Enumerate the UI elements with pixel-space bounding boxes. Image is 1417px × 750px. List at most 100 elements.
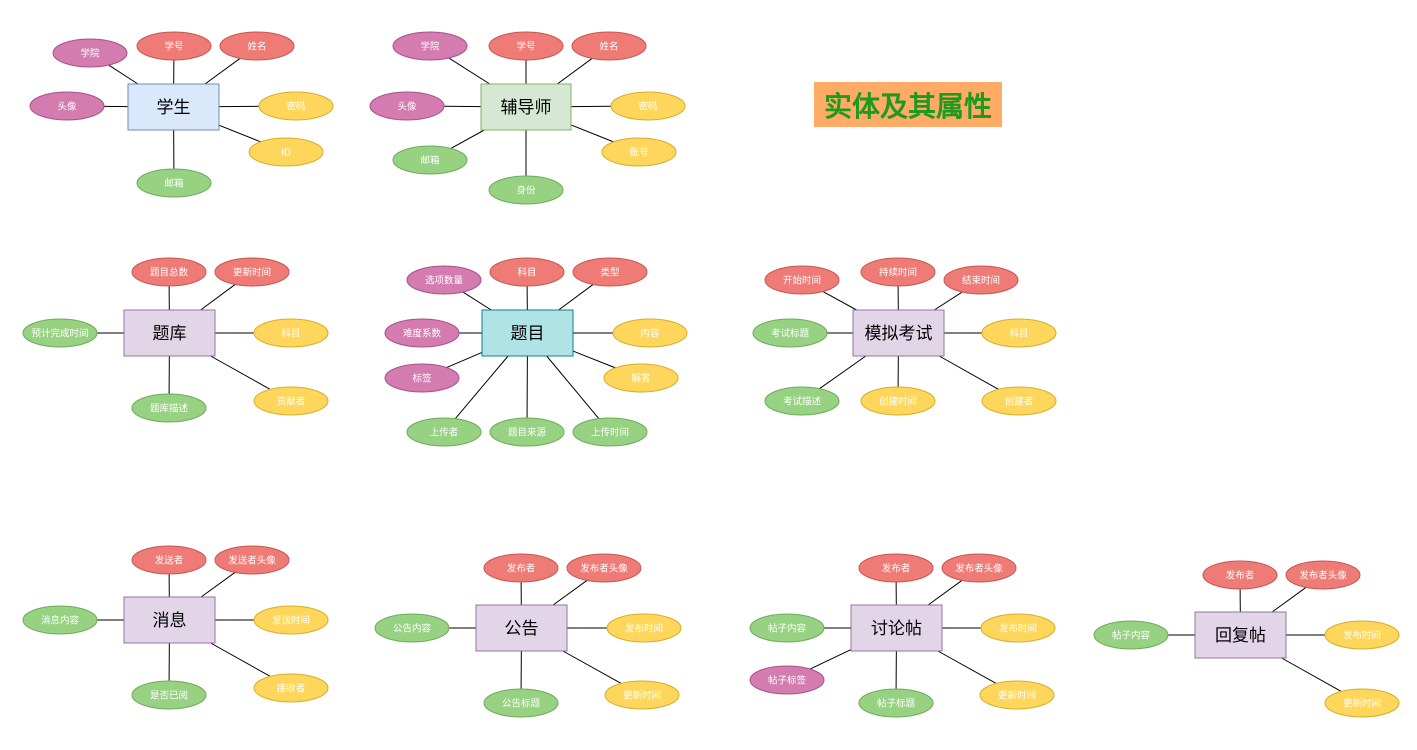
attribute-label: 姓名 [599,41,618,53]
attribute-label: 更新时间 [233,267,271,279]
attribute-ellipse [601,137,677,167]
connector-line [108,64,139,85]
attribute-ellipse [572,417,648,447]
attribute-label: 公告标题 [502,698,541,710]
attribute-ellipse [22,605,98,635]
attribute-label: 更新时间 [1343,698,1381,710]
connector-line [572,350,616,369]
connector-line [210,642,271,677]
diagram-title: 实体及其属性 [814,82,1002,127]
attribute-ellipse [981,386,1057,416]
attribute-label: 解答 [631,373,651,385]
attribute-ellipse [489,417,565,447]
entity-box [481,309,574,357]
connector-line [570,124,614,143]
attribute-ellipse [1324,688,1400,718]
attribute-ellipse [258,91,334,121]
attribute-ellipse [943,265,1019,295]
connector-line [218,124,261,143]
entity-group-student: 学院学号姓名头像密码ID邮箱学生 [29,31,334,198]
attribute-ellipse [406,417,482,447]
attribute-label: 创建者 [1005,396,1034,408]
attribute-label: 发布时间 [999,623,1037,635]
entity-box [123,309,216,357]
attribute-ellipse [384,318,460,348]
connector-line [1271,587,1307,613]
attribute-ellipse [752,318,828,348]
connector-line [446,351,483,368]
attribute-ellipse [603,363,679,393]
attribute-ellipse [253,605,329,635]
attribute-label: 科目 [517,267,536,279]
attribute-label: 邮箱 [420,155,439,167]
entity-box [852,309,945,357]
connector-line [939,355,999,390]
attribute-label: 发布者 [882,563,911,575]
entity-box [480,83,572,131]
entity-box [1194,611,1287,659]
attribute-ellipse [488,31,564,61]
attribute-ellipse [1202,560,1278,590]
connector-line [200,284,236,311]
entity-label: 题库 [153,324,187,344]
attribute-ellipse [392,31,468,61]
attribute-ellipse [131,680,207,710]
entity-label: 公告 [505,619,539,639]
entity-box [127,83,220,131]
attribute-label: 选项数量 [425,275,464,287]
attribute-ellipse [219,31,295,61]
entity-group-counselor: 学院学号姓名头像密码账号邮箱身份辅导师 [369,31,686,205]
attribute-ellipse [384,363,460,393]
attribute-ellipse [22,318,98,348]
attribute-ellipse [981,318,1057,348]
attribute-ellipse [131,545,207,575]
attribute-label: 帖子标题 [877,698,916,710]
connector-line [462,291,492,311]
entity-box [475,604,568,652]
attribute-ellipse [941,553,1017,583]
attribute-label: 发布者头像 [1299,570,1347,582]
attribute-ellipse [979,680,1055,710]
attribute-label: 学院 [80,48,100,60]
entity-label: 学生 [157,98,191,118]
attribute-label: 内容 [640,328,660,340]
attribute-ellipse [214,257,290,287]
connector-line [562,650,622,684]
attribute-label: 发送者头像 [228,555,276,567]
attribute-label: 题库描述 [150,403,189,415]
connector-line [927,580,963,606]
connector-line [552,580,588,606]
attribute-label: 考试描述 [783,396,822,408]
attribute-ellipse [749,613,825,643]
attribute-label: 考试标题 [771,328,810,340]
attribute-label: 头像 [397,101,417,113]
attribute-label: 题目来源 [508,428,547,439]
connector-line [558,284,594,311]
entity-group-mock-exam: 开始时间持续时间结束时间考试标题科目考试描述创建时间创建者模拟考试 [752,257,1057,416]
entity-group-question-bank: 题目总数更新时间预计完成时间科目题库描述贡献者题库 [22,257,329,423]
attribute-ellipse [483,688,559,718]
attribute-ellipse [858,688,934,718]
attribute-label: 姓名 [247,41,266,53]
connector-line [819,355,867,390]
attribute-label: 标签 [412,373,432,385]
connector-line [556,58,593,85]
connector-line [210,355,271,390]
attribute-ellipse [749,665,825,695]
attribute-label: 消息内容 [41,615,80,627]
attribute-label: 创建时间 [879,396,917,408]
attribute-label: 邮箱 [164,178,183,190]
attribute-ellipse [253,318,329,348]
entity-label: 讨论帖 [871,619,922,639]
attribute-label: 帖子内容 [768,623,807,635]
entity-group-question: 选项数量科目类型难度系数内容标签解答上传者题目来源上传时间题目 [384,257,688,447]
connector-line [934,291,963,311]
attribute-ellipse [489,257,565,287]
shape-layer: 学院学号姓名头像密码ID邮箱学生学院学号姓名头像密码账号邮箱身份辅导师题目总数更… [22,31,1400,718]
attribute-label: 头像 [57,101,77,113]
attribute-ellipse [572,257,648,287]
attribute-ellipse [131,393,207,423]
attribute-ellipse [253,673,329,703]
attribute-ellipse [860,257,936,287]
attribute-label: 发送者 [155,555,184,567]
